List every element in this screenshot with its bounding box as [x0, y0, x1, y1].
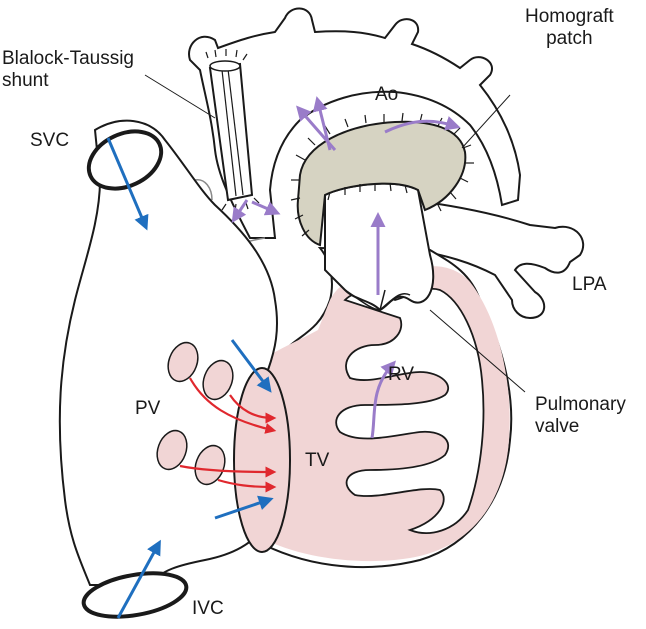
pulmonary-valve-leaflets: [344, 289, 411, 311]
leader-lines: [144, 74, 526, 393]
rv-cavity: [335, 287, 485, 534]
svc-opening: [86, 129, 164, 191]
lpa-vessel: [408, 198, 585, 320]
label-ivc: IVC: [192, 598, 224, 619]
homograft-patch: [296, 120, 467, 247]
aortic-arch: [188, 7, 522, 239]
label-homograft-patch: Homograft patch: [525, 6, 614, 49]
label-pv: PV: [135, 398, 161, 419]
pulmonary-vein-openings: [156, 341, 234, 486]
patch-sutures: [290, 112, 474, 237]
label-ao: Ao: [375, 84, 399, 105]
label-pulmonary-valve: Pulmonary valve: [535, 394, 626, 437]
tricuspid-valve-annulus: [233, 367, 291, 553]
systemic-venous-arrows: [106, 137, 274, 619]
ivc-opening: [81, 571, 189, 619]
label-rv: RV: [388, 364, 415, 385]
label-tv: TV: [305, 450, 330, 471]
label-lpa: LPA: [572, 274, 607, 295]
label-svc: SVC: [30, 130, 70, 151]
mixed-flow-arrows: [231, 96, 461, 439]
bt-shunt: [205, 49, 260, 212]
pulmonary-venous-arrows: [179, 377, 277, 493]
label-blalock-taussig-shunt: Blalock-Taussig shunt: [2, 48, 134, 91]
